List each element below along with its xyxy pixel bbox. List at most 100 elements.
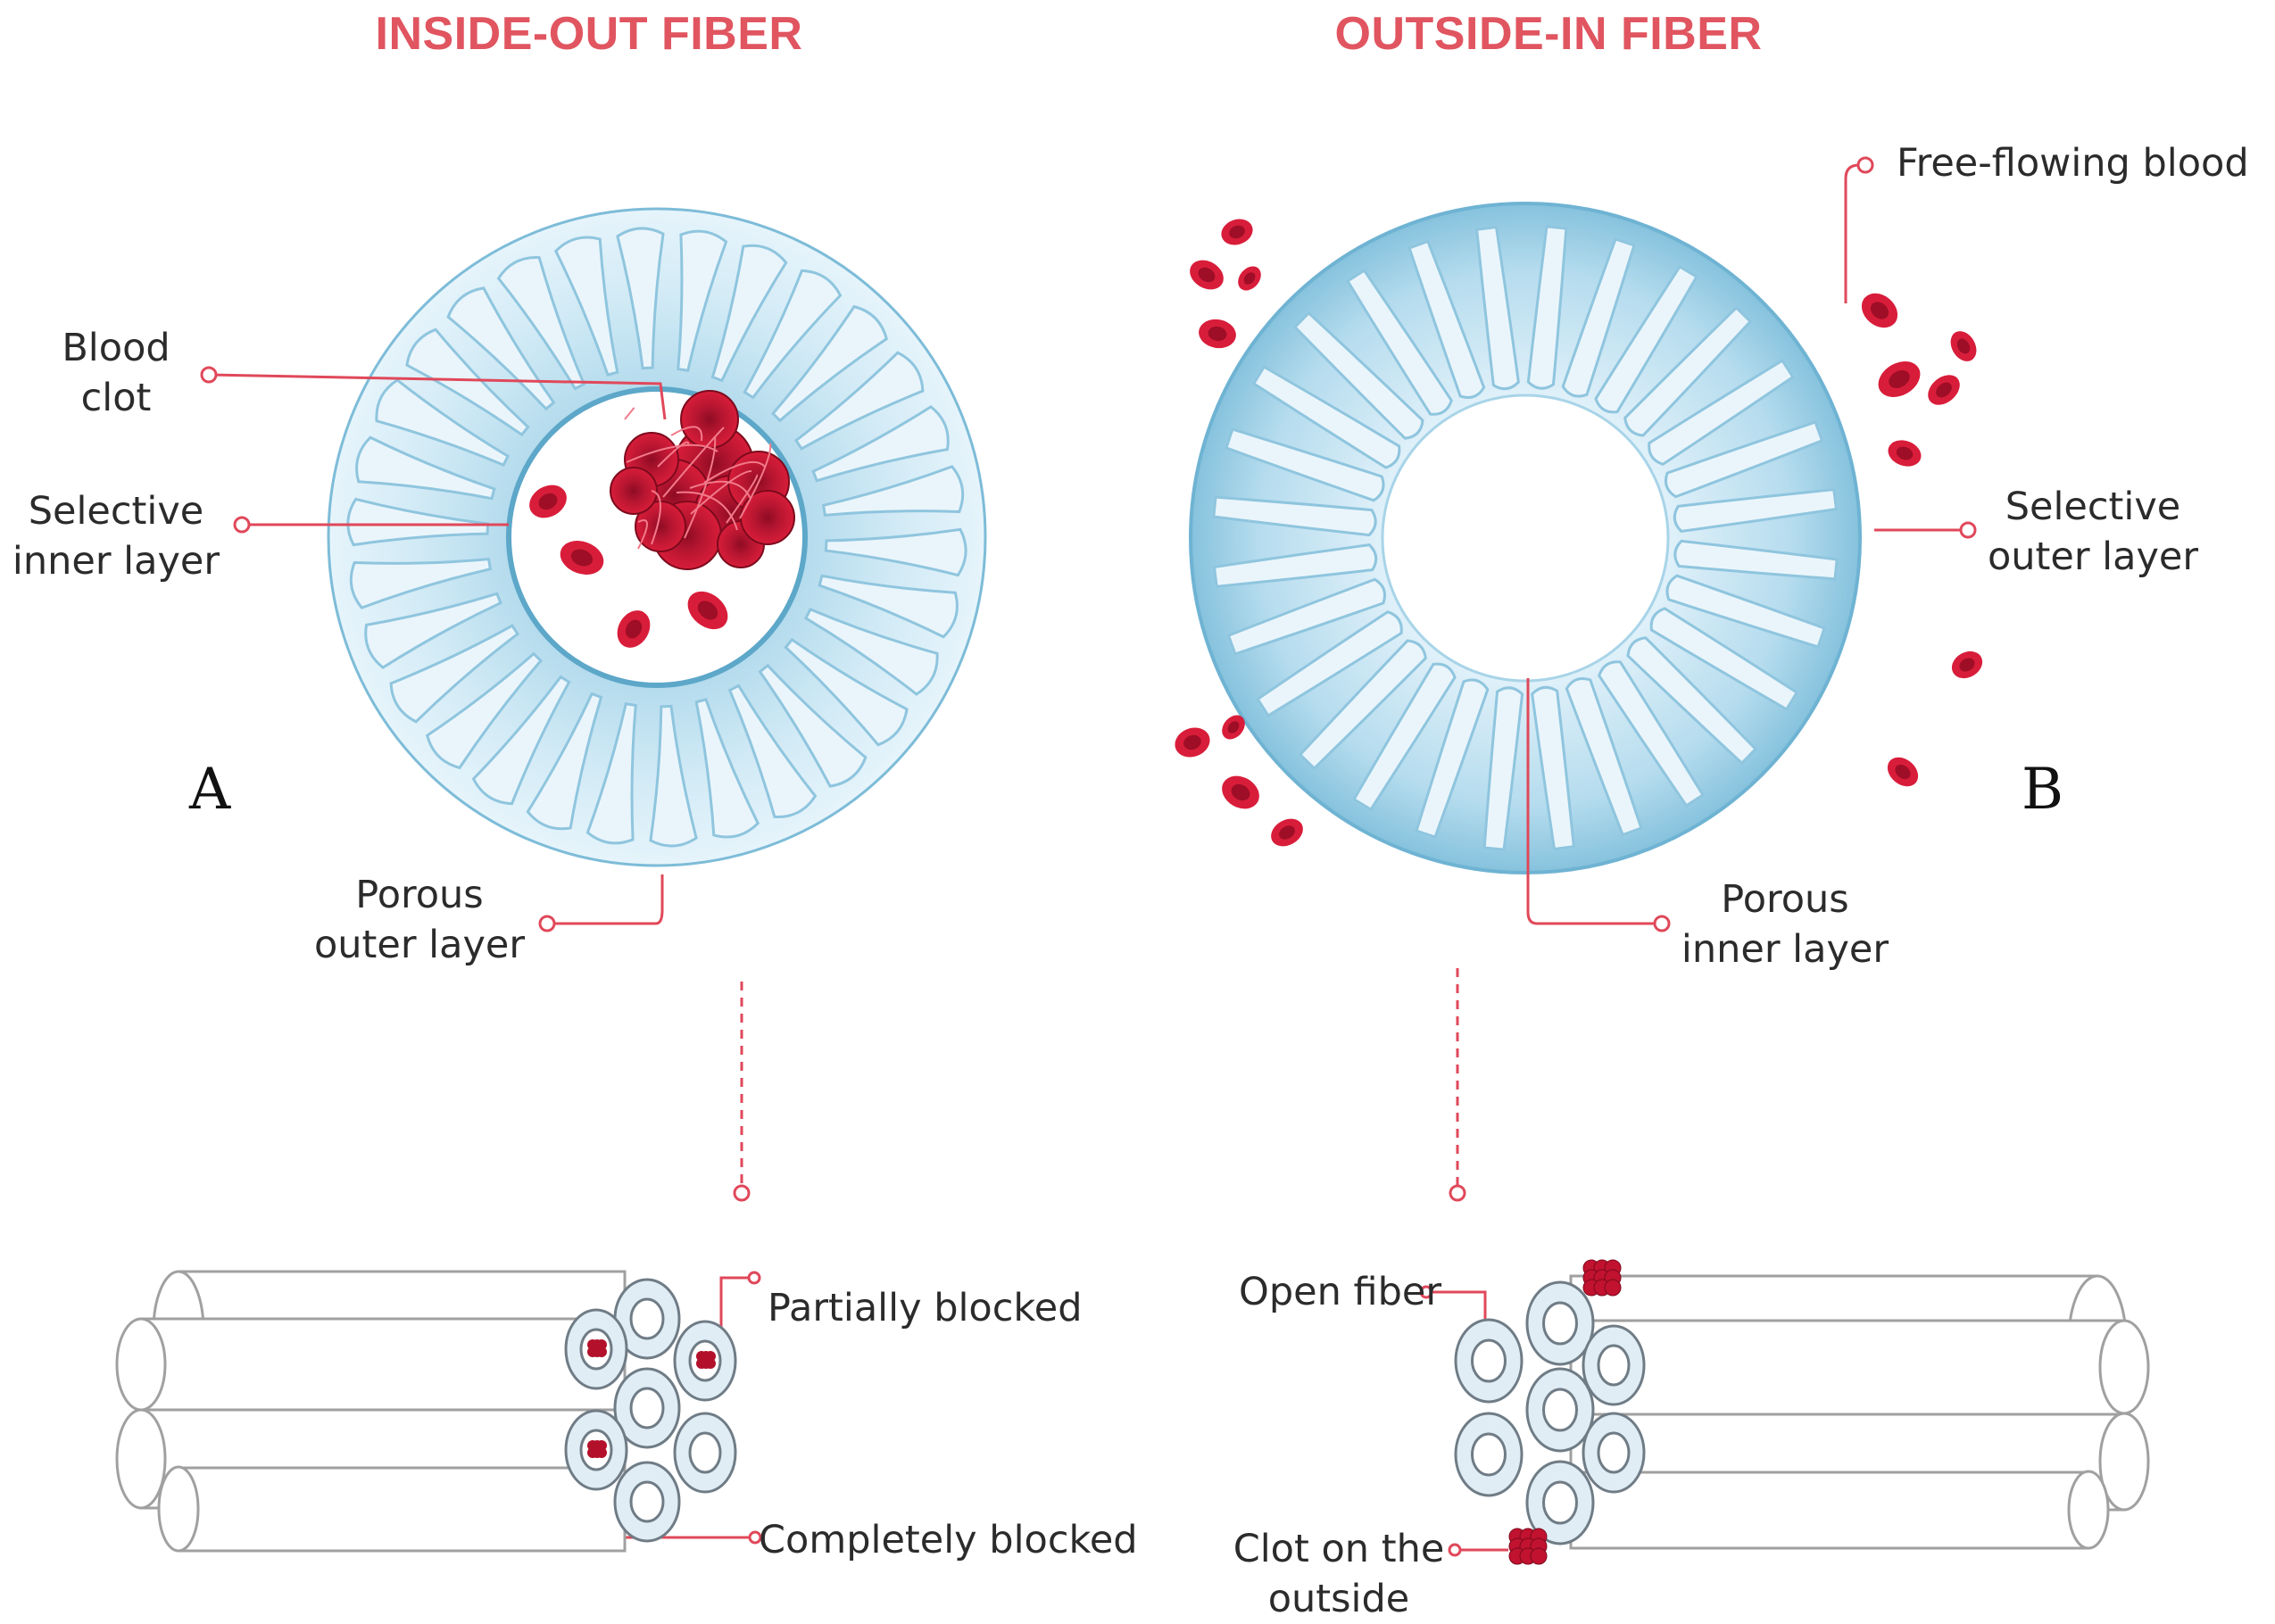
- fiber-cross-section: [613, 1367, 681, 1449]
- red-blood-cell: [1222, 715, 1245, 740]
- pore-channel: [1226, 577, 1387, 656]
- fiber-cross-section: [613, 1278, 681, 1360]
- fibrin-strand: [662, 427, 725, 498]
- pore-channel: [425, 651, 544, 770]
- fiber-cross-section: [673, 1320, 737, 1402]
- fiber-cross-section: [1454, 1318, 1524, 1404]
- fiber-cross-section: [1525, 1280, 1595, 1366]
- fibrin-strand: [689, 480, 751, 500]
- label-porous-outer-layer: Porous outer layer: [313, 873, 526, 967]
- pore-channel: [803, 607, 939, 696]
- pore-channel: [677, 229, 728, 372]
- pore-channel: [1673, 539, 1839, 581]
- pore-channel: [405, 327, 530, 437]
- cell-center: [697, 601, 718, 620]
- pore-channel: [1626, 636, 1758, 766]
- inside-out-fiber: [327, 207, 987, 867]
- fiber-lumen: [1542, 1388, 1578, 1432]
- outside-in-fiber-bundle: [1454, 1259, 2150, 1565]
- fibrin-strand: [703, 460, 766, 484]
- fiber-lumen: [1471, 1432, 1507, 1477]
- cell-center: [1227, 721, 1240, 733]
- porous-channels: [1212, 225, 1839, 851]
- pore-channel: [1665, 574, 1826, 649]
- outside-clot-cell: [1604, 1279, 1622, 1297]
- pore-channel: [1251, 365, 1401, 469]
- pore-channel: [349, 558, 493, 609]
- cell-center: [1889, 370, 1910, 388]
- cell-center: [1231, 783, 1250, 801]
- pore-channel: [1673, 488, 1839, 533]
- label-porous-inner-layer: Porous inner layer: [1681, 877, 1889, 972]
- pore-channel: [1225, 427, 1385, 502]
- red-blood-cell: [687, 591, 728, 630]
- pore-channel: [355, 435, 496, 501]
- fibrin-strand: [626, 443, 718, 463]
- pore-channel: [1212, 543, 1378, 588]
- pore-channel: [758, 663, 868, 788]
- red-blood-cell: [1861, 293, 1898, 328]
- cell-center: [1208, 326, 1227, 342]
- fiber-cross-section: [564, 1308, 628, 1390]
- pore-channel: [1407, 239, 1486, 400]
- red-blood-cell: [529, 485, 567, 518]
- fiber-lumen: [1597, 1431, 1631, 1474]
- pore-channel: [446, 286, 556, 411]
- title-inside-out: INSIDE-OUT FIBER: [375, 8, 803, 60]
- outside-in-fiber: [1189, 202, 1862, 874]
- cell-center: [1183, 734, 1201, 750]
- fibrin-strand: [690, 470, 752, 515]
- pore-channel: [585, 702, 637, 845]
- cell-center: [1895, 764, 1911, 780]
- fiber-lumen: [1471, 1338, 1507, 1383]
- fiber-lumen: [629, 1387, 665, 1429]
- label-blood-clot: Blood clot: [62, 326, 170, 420]
- fiber-lumen: [1542, 1480, 1578, 1525]
- red-blood-cell: [1238, 266, 1261, 291]
- pore-channel: [375, 378, 511, 468]
- clot-cell: [680, 390, 739, 449]
- pore-channel: [1598, 660, 1706, 808]
- pore-channel: [1526, 225, 1568, 390]
- cell-center: [1936, 382, 1952, 398]
- fibrin-strand: [624, 407, 635, 420]
- red-blood-cell: [617, 610, 651, 648]
- fiber-lumen: [1381, 394, 1670, 683]
- pore-channel: [821, 465, 965, 517]
- pore-channel: [727, 684, 818, 818]
- pore-channel: [1664, 420, 1824, 499]
- cell-center: [1279, 825, 1295, 840]
- pore-channel: [1212, 495, 1377, 537]
- pore-channel: [1352, 662, 1457, 812]
- fibrin-strand: [739, 443, 772, 519]
- outside-clot-cell: [1530, 1547, 1548, 1565]
- label-open-fiber: Open fiber: [1239, 1270, 1442, 1314]
- fiber-cross-section: [673, 1412, 737, 1494]
- red-blood-cell: [1222, 775, 1259, 809]
- label-partially-blocked: Partially blocked: [768, 1286, 1083, 1330]
- fiber-lumen: [1597, 1344, 1631, 1387]
- pore-channel: [1292, 311, 1424, 440]
- pore-channel: [1298, 639, 1427, 771]
- pore-channel: [1649, 607, 1799, 711]
- fiber-lumen: [1542, 1301, 1578, 1346]
- cell-center: [1959, 658, 1975, 672]
- clot-cell: [705, 1358, 716, 1369]
- red-blood-cells-inside: [529, 485, 728, 648]
- fiber-cross-section: [1525, 1460, 1595, 1545]
- pore-channel: [811, 405, 950, 483]
- pore-channel: [743, 269, 843, 400]
- pore-channel: [1623, 305, 1753, 437]
- title-outside-in: OUTSIDE-IN FIBER: [1334, 8, 1763, 60]
- red-blood-cell: [1199, 319, 1236, 349]
- pore-channel: [1415, 678, 1490, 839]
- label-completely-blocked: Completely blocked: [759, 1518, 1138, 1562]
- fiber-cross-section: [1582, 1324, 1646, 1406]
- blood-clot-mass: [610, 390, 795, 570]
- porous-channels: [346, 227, 967, 848]
- leader-end-dots: [200, 156, 1977, 1557]
- clot-cell: [596, 1447, 607, 1458]
- pore-channel: [1256, 610, 1403, 717]
- pore-channel: [824, 527, 967, 577]
- fiber-cross-section: [1525, 1367, 1595, 1453]
